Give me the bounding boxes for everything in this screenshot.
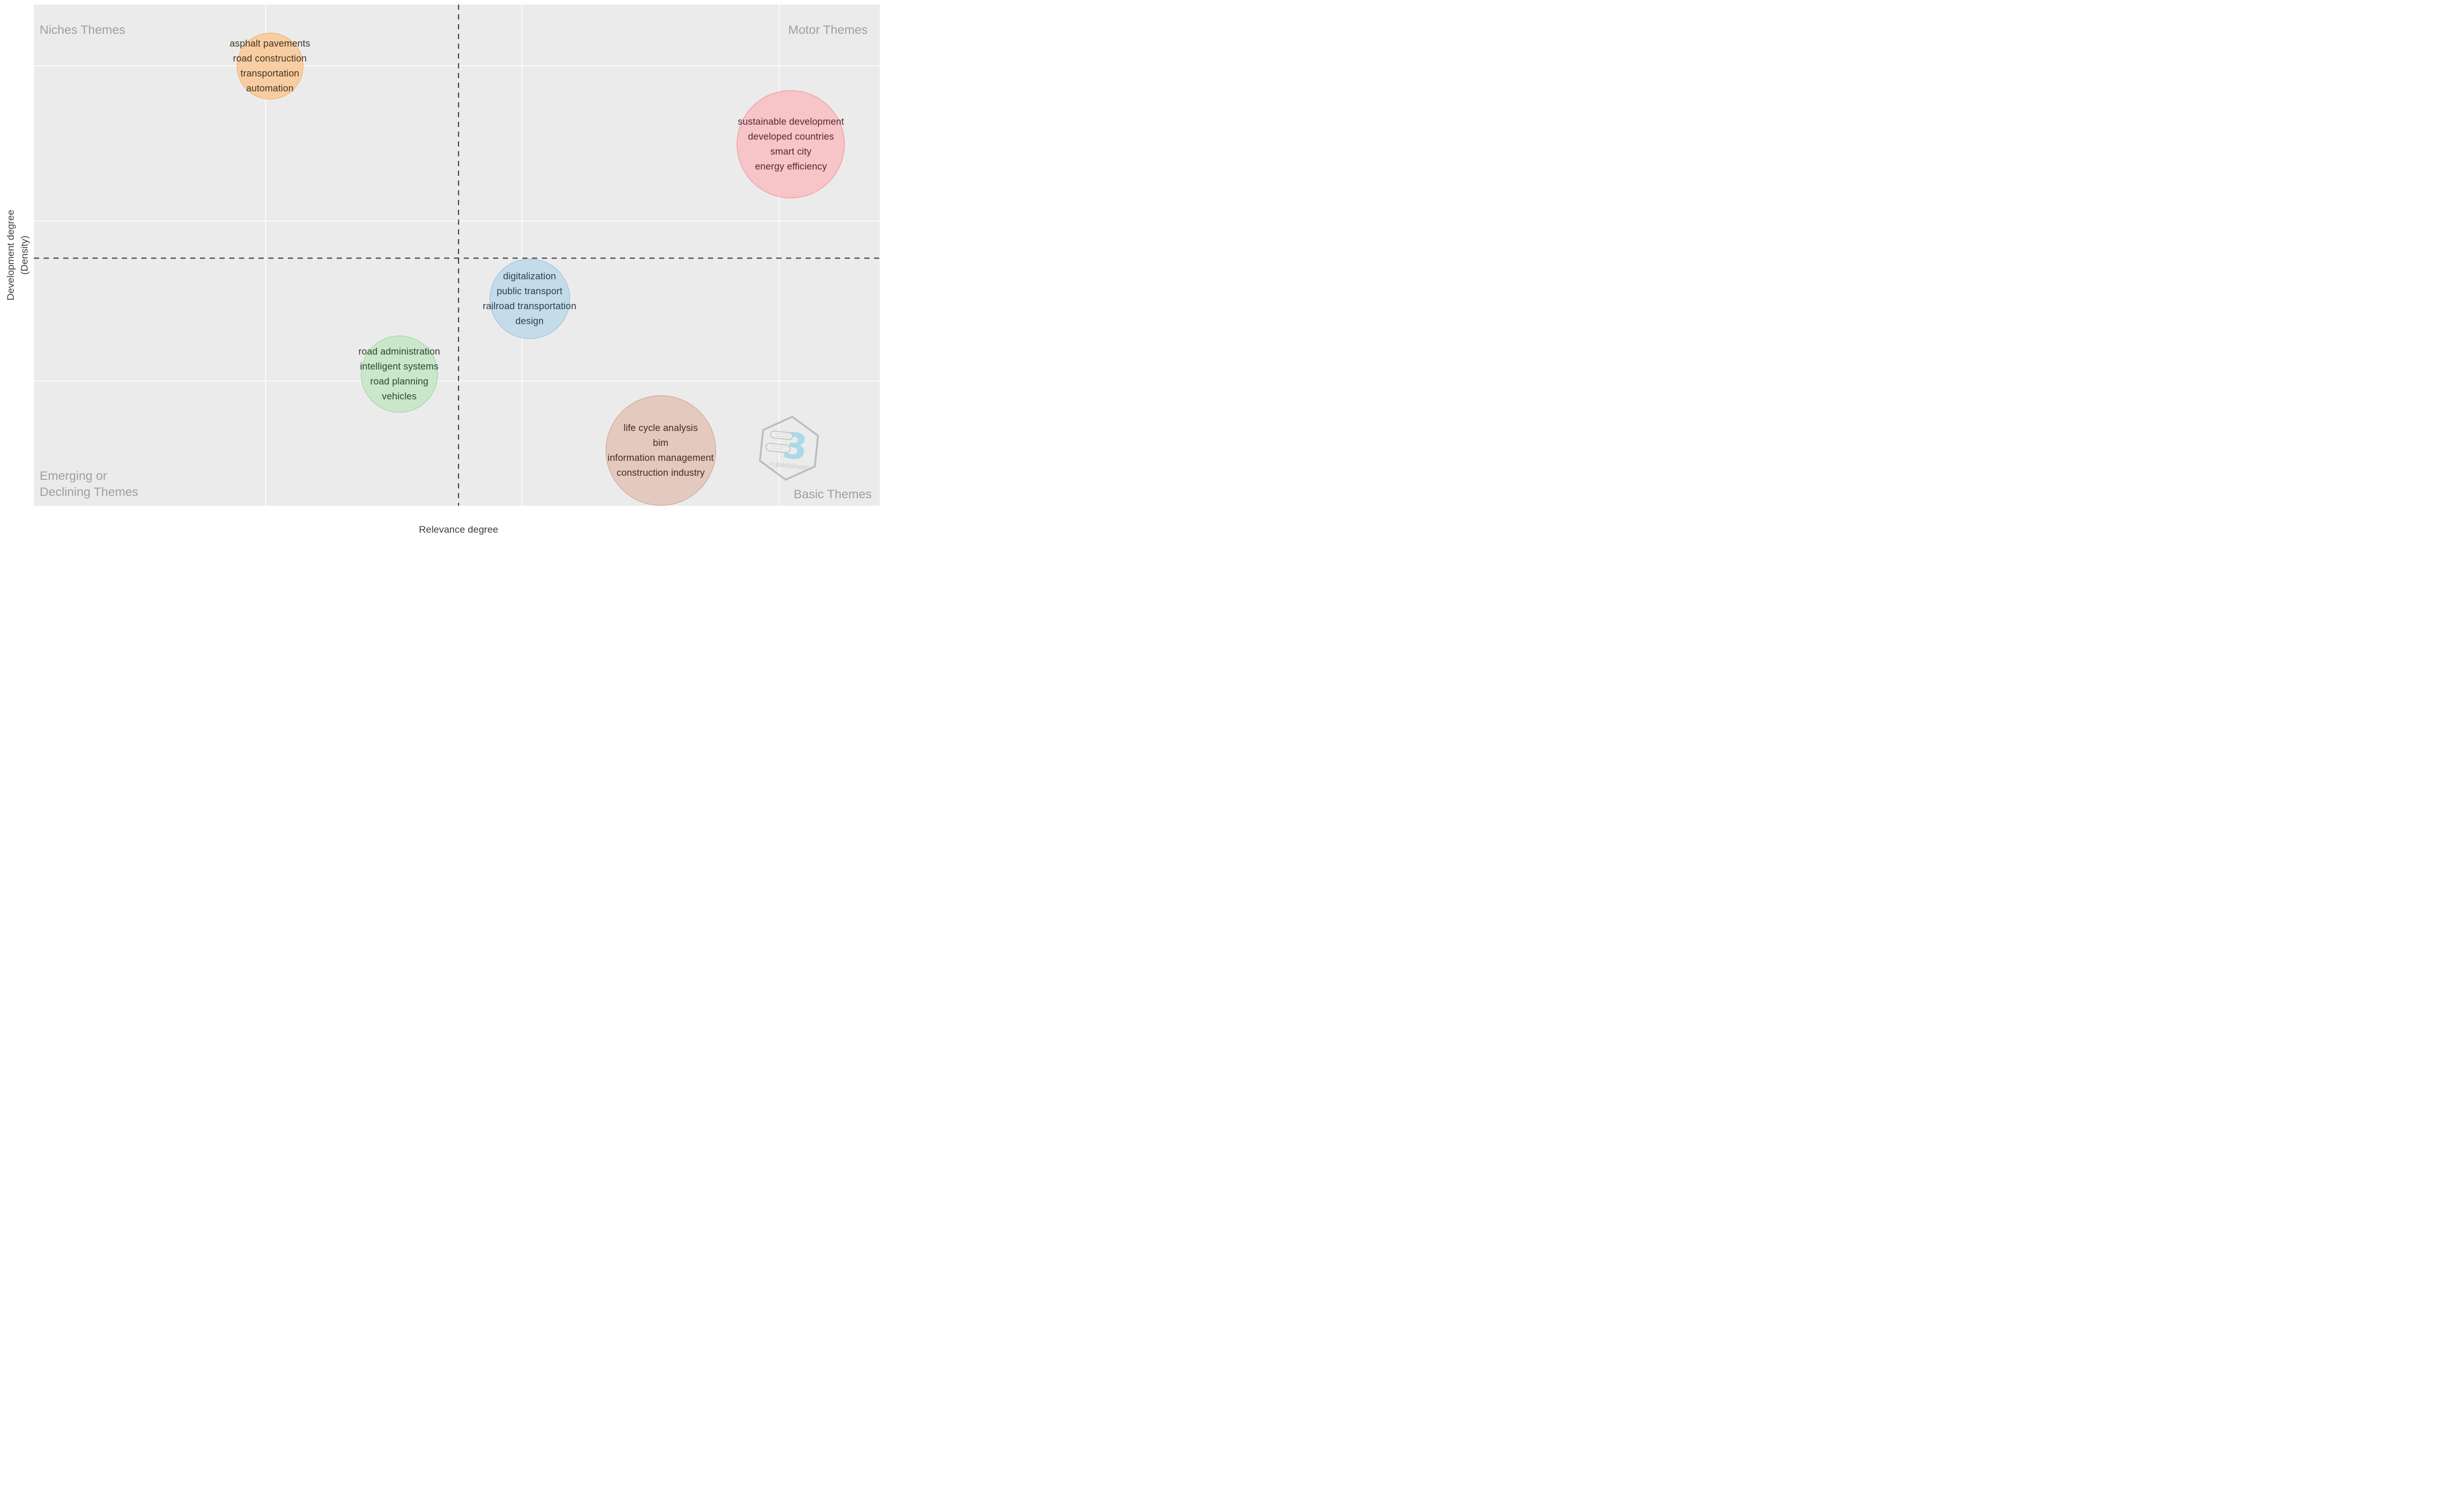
hexagon-icon: 3 my bibliometrix xyxy=(759,415,819,481)
quadrant-label-basic-themes: Basic Themes xyxy=(794,487,872,501)
theme-bubble-asphalt-pavements xyxy=(236,33,303,100)
grid-and-crosshair-layer xyxy=(34,5,880,506)
plot-panel: asphalt pavements road construction tran… xyxy=(34,5,880,506)
x-axis-label-line1: Relevance degree xyxy=(419,524,498,535)
theme-bubble-road-administration xyxy=(360,335,438,413)
quadrant-label-emerging-line2: Declining Themes xyxy=(40,485,138,499)
quadrant-label-niches-themes: Niches Themes xyxy=(40,23,125,37)
quadrant-label-emerging-line1: Emerging or xyxy=(40,469,107,483)
x-axis-label: Relevance degree (Centrality) xyxy=(372,509,545,542)
quadrant-label-emerging-declining: Emerging or Declining Themes xyxy=(40,468,138,500)
theme-bubble-digitalization xyxy=(489,258,570,339)
thematic-map-canvas: asphalt pavements road construction tran… xyxy=(0,0,887,542)
y-axis-label: Development degree (Density) xyxy=(4,210,32,301)
bibliometrix-logo: 3 my bibliometrix xyxy=(757,414,821,482)
y-axis-label-line1: Development degree xyxy=(5,210,16,301)
quadrant-label-motor-themes: Motor Themes xyxy=(788,23,868,37)
logo-prefix-text: my xyxy=(768,460,779,468)
theme-bubble-sustainable-development xyxy=(737,90,845,199)
y-axis-label-line2: (Density) xyxy=(19,235,30,275)
theme-bubble-life-cycle-analysis xyxy=(605,395,716,506)
logo-text: bibliometrix xyxy=(776,461,813,472)
